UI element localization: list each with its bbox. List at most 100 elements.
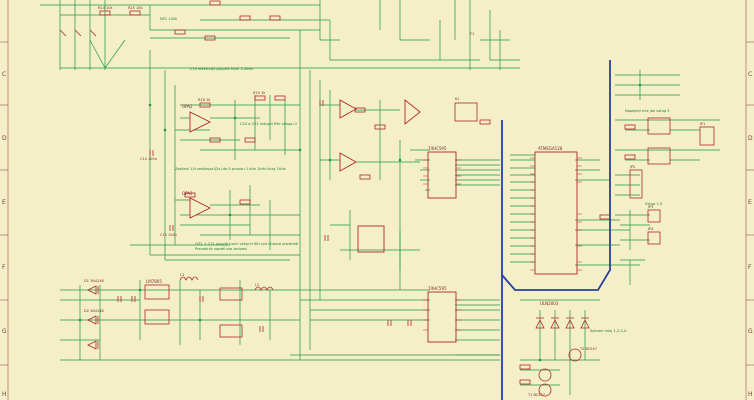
part-label: JP4 xyxy=(647,227,654,231)
part-label: L1 xyxy=(180,273,184,277)
note-text: OZ2 + C21 pouziti horni vstupni filtr pr… xyxy=(195,242,298,246)
resistor xyxy=(624,124,636,130)
op-amp xyxy=(189,111,212,133)
diode xyxy=(535,317,545,329)
row-marker-c-right: C xyxy=(748,71,752,78)
driver-label: ULN2003 xyxy=(540,301,559,306)
part-label: D1 1N4148 xyxy=(84,279,104,283)
resistor xyxy=(209,137,221,143)
resistor xyxy=(239,15,251,21)
part-label: JP2 xyxy=(629,165,635,169)
voltage-regulator xyxy=(219,324,243,338)
bus-right xyxy=(501,60,611,291)
diode xyxy=(87,285,99,295)
note-text: C19 elektrolyt pouzite kvuli 1-2kHz xyxy=(190,67,253,71)
op-amp xyxy=(189,197,212,219)
part-label: R24 10k xyxy=(98,6,113,10)
capacitor xyxy=(131,296,136,302)
op-amp xyxy=(404,99,421,125)
resistor xyxy=(269,15,281,21)
capacitor xyxy=(319,100,324,106)
switch xyxy=(59,29,97,37)
connector xyxy=(699,126,715,146)
resistor xyxy=(174,29,186,35)
diode xyxy=(87,315,99,325)
resistor xyxy=(129,10,141,16)
note-text: Napajeni mix jak vstup 5 xyxy=(625,109,670,113)
op-amp xyxy=(339,152,357,172)
row-marker-h: H xyxy=(2,391,7,398)
diode xyxy=(580,317,590,329)
capacitor xyxy=(407,320,412,326)
driver-chip xyxy=(357,225,385,253)
part-label: D2 1N4148 xyxy=(84,309,104,313)
part-label: T1 BC547 xyxy=(527,393,545,397)
connector xyxy=(647,209,661,223)
voltage-regulator xyxy=(144,284,170,300)
row-marker-d-right: D xyxy=(748,135,753,142)
row-marker-d: D xyxy=(2,135,7,142)
note-text: NTC 100k xyxy=(160,17,178,21)
row-marker-c: C xyxy=(2,71,6,78)
part-label: C15 100n xyxy=(160,233,177,237)
part-label: R19 1k xyxy=(253,91,266,95)
transistor xyxy=(538,368,552,382)
connector xyxy=(629,169,643,199)
resistor xyxy=(359,174,371,180)
opamp-1-label: OPA2 xyxy=(182,104,193,109)
note-text: Vstup 1.5 xyxy=(645,202,662,206)
wires xyxy=(40,0,720,395)
note-text: C24 a C22 vstupni filtr vstupu 2 xyxy=(240,122,297,126)
part-label: R25 10k xyxy=(128,6,143,10)
ic-labels: ATMEGA128 74HC595 74HC595 ULN2003 OPA2 O… xyxy=(146,104,563,306)
part-labels: R24 10k R25 10k R18 1k R19 1k C14 100n C… xyxy=(84,6,705,397)
row-marker-e: E xyxy=(2,199,6,206)
part-label: C14 100n xyxy=(140,157,157,161)
mcu-label: ATMEGA128 xyxy=(538,146,563,151)
inductor xyxy=(254,286,274,291)
diode xyxy=(87,340,99,350)
annotation-notes: C19 elektrolyt pouzite kvuli 1-2kHz C24 … xyxy=(160,17,670,333)
capacitor xyxy=(387,320,392,326)
diode xyxy=(550,317,560,329)
opamp-2-label: OPA2 xyxy=(182,191,193,196)
resistor xyxy=(254,95,266,101)
row-marker-h-right: H xyxy=(748,391,753,398)
note-text: Prevodnik napeti pro zarizeni xyxy=(195,247,247,251)
resistor xyxy=(479,119,491,125)
row-markers: C D E F G H C D E F G H xyxy=(2,71,753,398)
inductor xyxy=(179,276,199,281)
junctions xyxy=(78,83,642,362)
ic-pin-stubs xyxy=(423,157,582,331)
capacitor xyxy=(259,326,264,332)
resistor xyxy=(239,199,251,205)
capacitor xyxy=(169,225,174,231)
capacitor xyxy=(324,235,329,241)
connector xyxy=(647,231,661,245)
row-marker-g: G xyxy=(2,328,7,335)
optocoupler xyxy=(647,147,671,165)
resistor xyxy=(519,379,531,385)
regulator-label: LM7805 xyxy=(146,279,162,284)
voltage-regulator xyxy=(219,287,243,301)
shift-register-2 xyxy=(427,291,457,343)
op-amps xyxy=(189,99,421,219)
data-bus xyxy=(501,60,611,400)
transistor xyxy=(568,348,582,362)
part-label: JP1 xyxy=(699,122,705,126)
shift-register-2-label: 74HC595 xyxy=(428,286,447,291)
note-text: Spinani relej 1,2,3,4 xyxy=(590,329,627,333)
resistor xyxy=(624,154,636,160)
row-marker-f: F xyxy=(2,264,6,271)
resistor xyxy=(374,124,386,130)
ics xyxy=(357,151,578,343)
op-amp xyxy=(339,99,357,119)
capacitor xyxy=(149,150,154,156)
resistor xyxy=(274,95,286,101)
resistor xyxy=(99,10,111,16)
row-marker-g-right: G xyxy=(748,328,753,335)
note-text: Zesileni 1/4 zesilovaci(2x) do 5 proudu … xyxy=(175,167,286,171)
shift-register-1 xyxy=(427,151,457,199)
